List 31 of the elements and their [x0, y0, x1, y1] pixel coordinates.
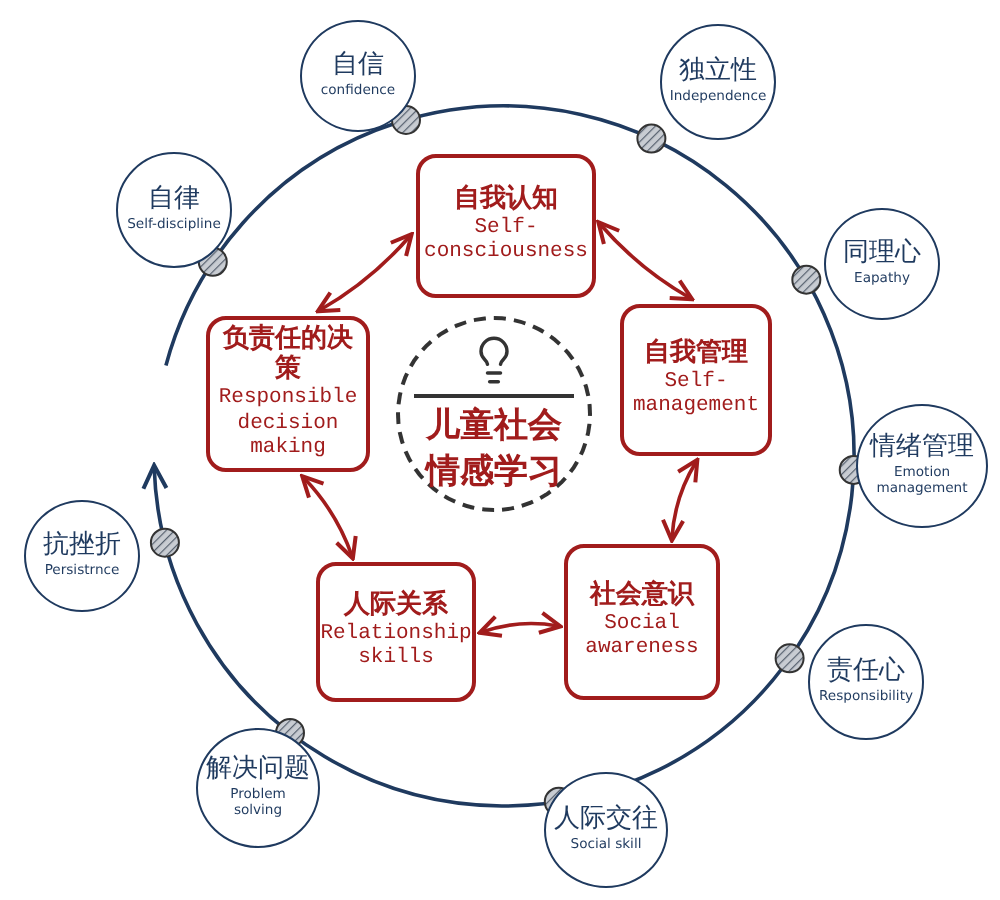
trait-title: 抗挫折	[43, 532, 121, 563]
box-title: 负责任的决策	[220, 326, 355, 386]
skill-box	[316, 562, 476, 702]
double-arrow	[315, 232, 414, 314]
box-subtitle: Self-consciousness	[424, 215, 588, 267]
double-arrow	[661, 457, 700, 543]
trait-title: 解决问题	[206, 756, 310, 787]
skill-box	[564, 544, 720, 700]
double-arrow	[477, 611, 563, 639]
skill-box	[416, 154, 596, 298]
box-title: 人际关系	[344, 591, 448, 622]
double-arrow	[596, 220, 695, 302]
double-arrow	[300, 474, 358, 561]
trait-title: 独立性	[679, 58, 757, 89]
skill-box	[206, 316, 370, 472]
trait-title: 情绪管理	[870, 434, 974, 465]
trait-title: 自律	[148, 186, 200, 217]
center-circle	[396, 316, 592, 512]
box-title: 自我认知	[454, 185, 558, 216]
box-subtitle: Self-management	[630, 369, 761, 421]
trait-title: 责任心	[827, 658, 905, 689]
box-subtitle: Responsible decision making	[216, 386, 360, 462]
box-title: 自我管理	[644, 339, 748, 370]
center-title: 儿童社会情感学习	[414, 394, 574, 494]
box-title: 社会意识	[590, 581, 694, 612]
box-subtitle: Social awareness	[583, 611, 701, 663]
trait-title: 同理心	[843, 240, 921, 271]
trait-title: 自信	[332, 52, 384, 83]
trait-title: 人际交往	[554, 806, 658, 837]
skill-box	[620, 304, 772, 456]
box-subtitle: Relationship skills	[320, 621, 472, 673]
